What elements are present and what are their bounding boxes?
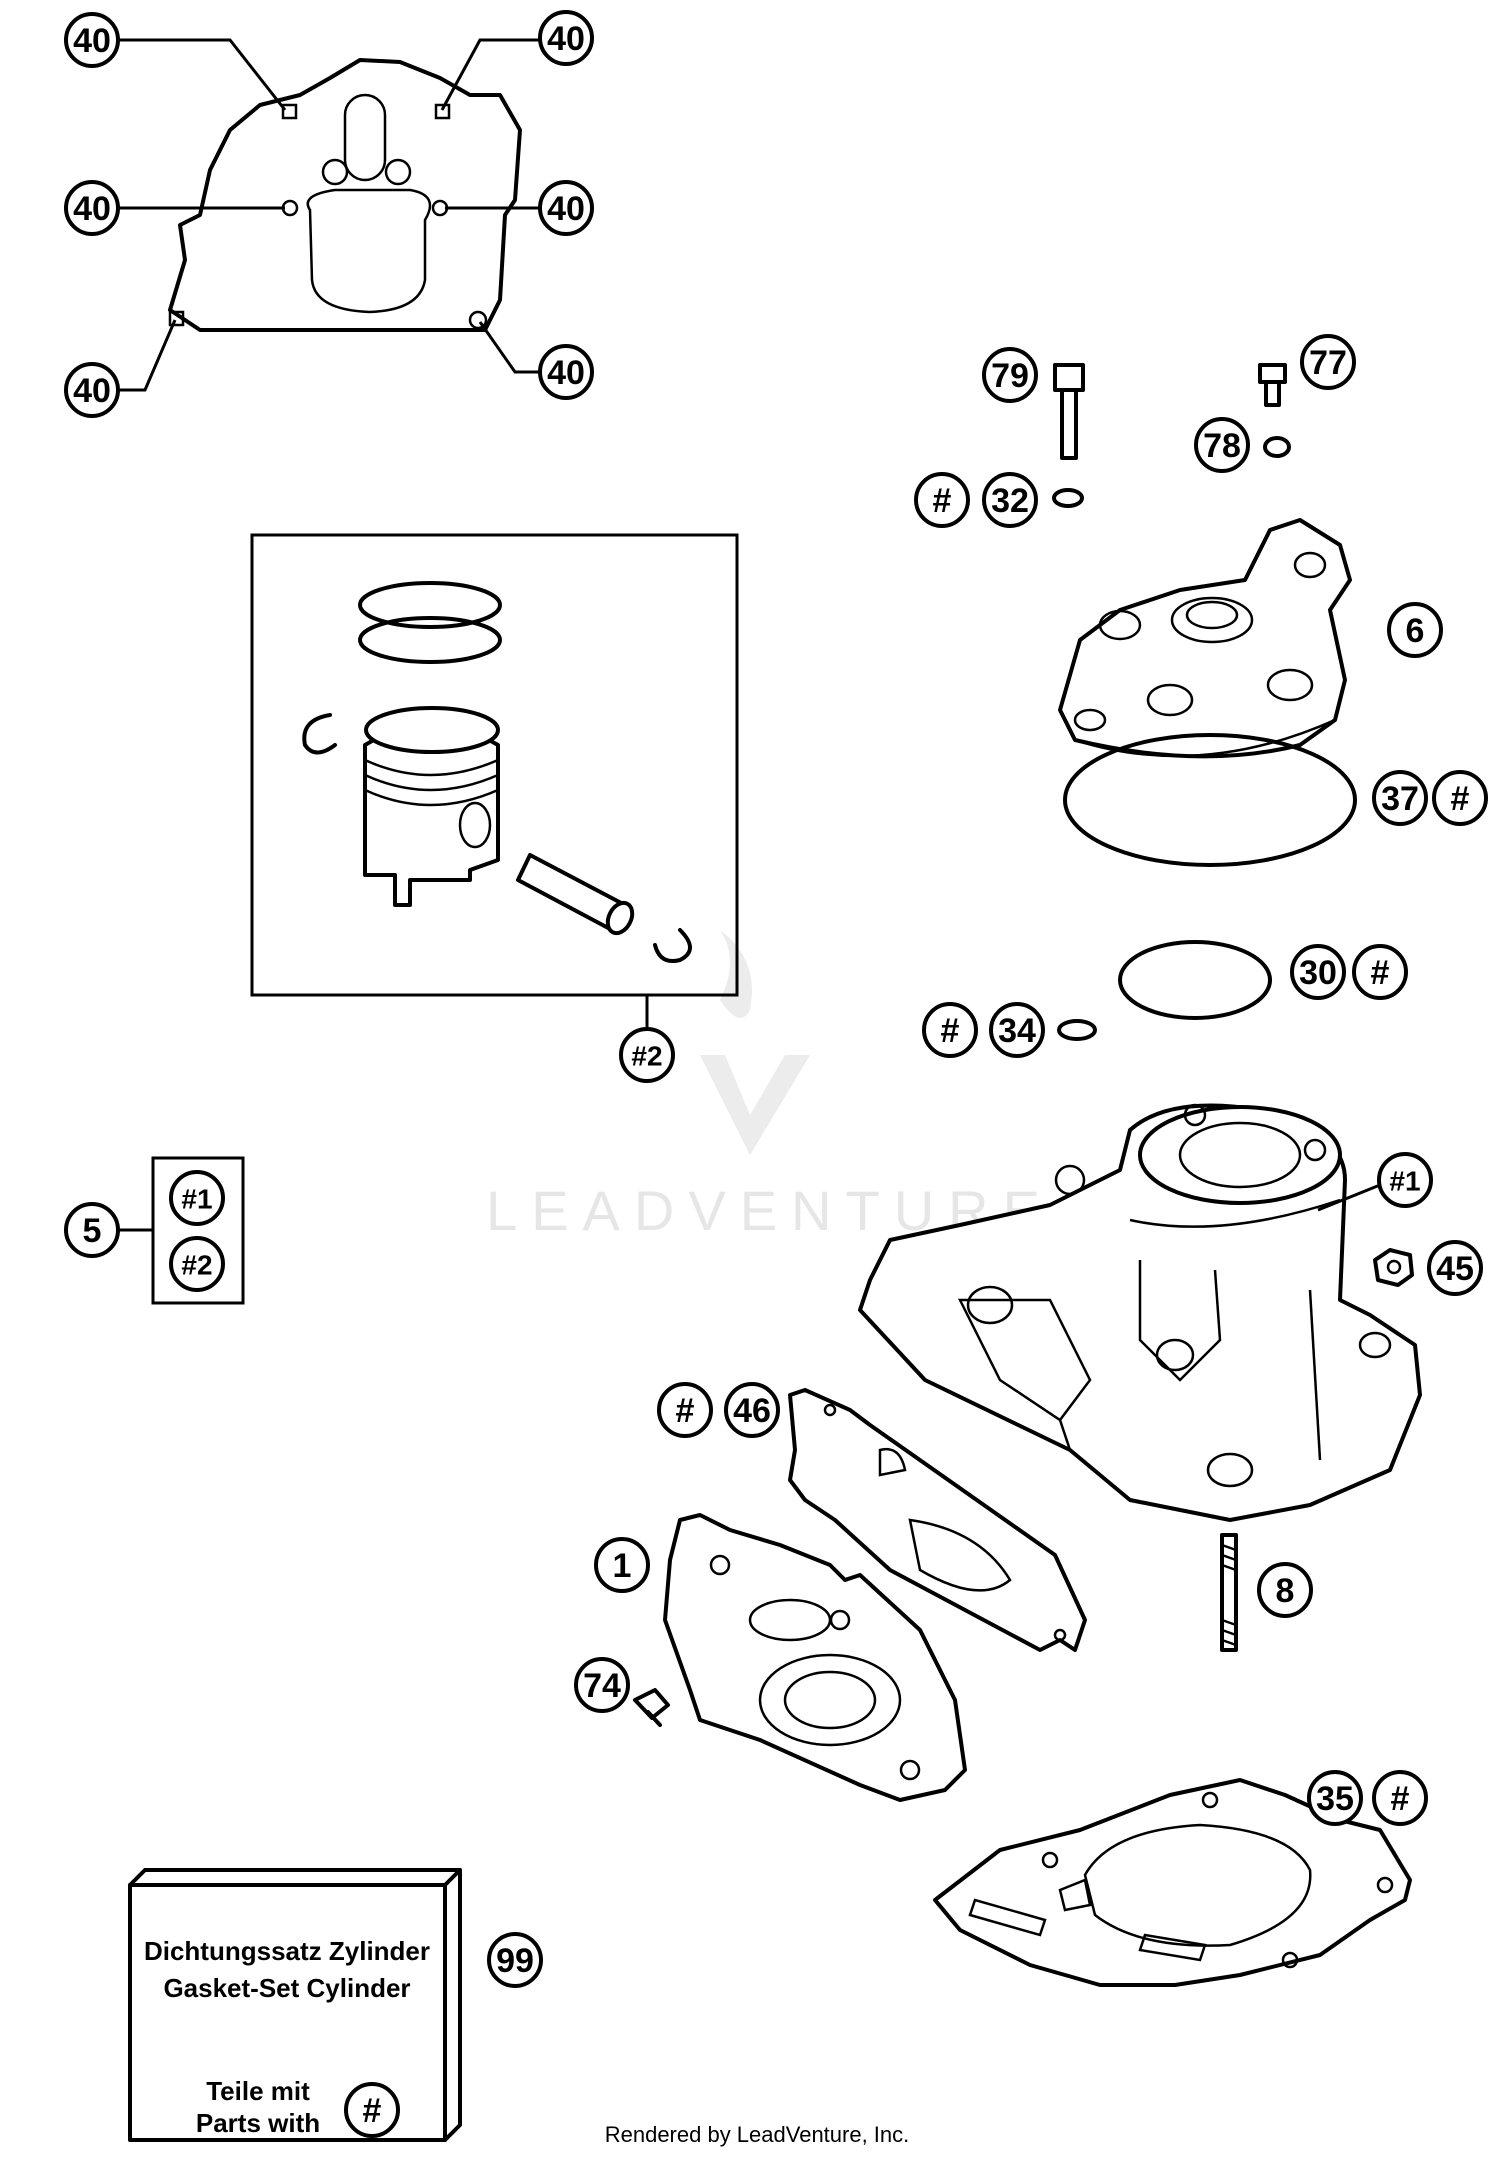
part-37-o-ring xyxy=(1063,733,1357,867)
svg-text:#2: #2 xyxy=(181,1250,212,1281)
svg-text:#: # xyxy=(1451,780,1470,818)
callout-30hash[interactable]: # xyxy=(1352,944,1408,1000)
svg-text:#: # xyxy=(1371,954,1390,992)
svg-text:6: 6 xyxy=(1406,612,1425,650)
svg-text:#: # xyxy=(363,2092,382,2130)
svg-text:77: 77 xyxy=(1309,344,1347,382)
callout-8[interactable]: 8 xyxy=(1257,1562,1313,1618)
part-78-washer xyxy=(1263,436,1291,458)
svg-text:37: 37 xyxy=(1381,780,1419,818)
callout-77[interactable]: 77 xyxy=(1300,334,1356,390)
leader-40e xyxy=(118,319,177,392)
callout-32[interactable]: 32 xyxy=(982,472,1038,528)
svg-text:40: 40 xyxy=(73,22,111,60)
callout-2hash[interactable]: #2 xyxy=(619,1027,675,1083)
svg-text:1: 1 xyxy=(613,1547,632,1585)
callout-40c[interactable]: 40 xyxy=(64,180,120,236)
watermark: LEADVENTURE xyxy=(486,930,1040,1242)
leader-40a xyxy=(118,38,287,111)
piston-kit-box xyxy=(250,533,739,997)
svg-text:#: # xyxy=(676,1392,695,1430)
part-30-o-ring xyxy=(1118,940,1272,1020)
callout-34[interactable]: 34 xyxy=(989,1002,1045,1058)
callout-35[interactable]: 35 xyxy=(1307,1770,1363,1826)
leader-1hash xyxy=(1317,1183,1381,1212)
leader-40b xyxy=(440,38,540,111)
callout-1[interactable]: 1 xyxy=(594,1537,650,1593)
svg-text:34: 34 xyxy=(998,1012,1036,1050)
callout-34hash[interactable]: # xyxy=(922,1002,978,1058)
svg-text:78: 78 xyxy=(1203,427,1241,465)
leader-40f xyxy=(478,321,540,374)
svg-text:45: 45 xyxy=(1436,1250,1474,1288)
part-77-screw xyxy=(1258,363,1287,407)
svg-text:46: 46 xyxy=(733,1392,771,1430)
ktm-logo-text: KTM xyxy=(262,2023,323,2054)
callout-79[interactable]: 79 xyxy=(982,347,1038,403)
callout-45[interactable]: 45 xyxy=(1427,1240,1483,1296)
callout-46[interactable]: 46 xyxy=(724,1382,780,1438)
callout-40a[interactable]: 40 xyxy=(64,12,120,68)
callout-74[interactable]: 74 xyxy=(574,1657,630,1713)
kit-line-4: Parts with xyxy=(196,2108,320,2138)
part-32-washer xyxy=(1052,488,1084,508)
svg-text:5: 5 xyxy=(83,1212,102,1250)
kit-line-1: Dichtungssatz Zylinder xyxy=(144,1936,430,1966)
svg-text:40: 40 xyxy=(547,20,585,58)
svg-text:40: 40 xyxy=(73,190,111,228)
part-79-bolt xyxy=(1053,363,1085,460)
svg-text:40: 40 xyxy=(547,354,585,392)
svg-text:8: 8 xyxy=(1276,1572,1295,1610)
callout-30[interactable]: 30 xyxy=(1290,944,1346,1000)
watermark-logo-icon xyxy=(700,1055,810,1155)
svg-text:#1: #1 xyxy=(181,1184,212,1215)
kit-line-3: Teile mit xyxy=(206,2076,310,2106)
callout-40e[interactable]: 40 xyxy=(64,362,120,418)
callout-32hash[interactable]: # xyxy=(914,472,970,528)
callout-46hash[interactable]: # xyxy=(657,1382,713,1438)
callout-5b[interactable]: #2 xyxy=(169,1236,225,1292)
callout-99[interactable]: 99 xyxy=(487,1932,543,1988)
footer-credit: Rendered by LeadVenture, Inc. xyxy=(605,2122,910,2147)
svg-text:#: # xyxy=(1391,1780,1410,1818)
svg-text:74: 74 xyxy=(583,1667,621,1705)
part-35-base-gasket xyxy=(933,1778,1412,1987)
svg-text:#1: #1 xyxy=(1389,1166,1420,1197)
part-8-stud xyxy=(1220,1533,1238,1652)
svg-text:32: 32 xyxy=(991,482,1029,520)
part-45-nut xyxy=(1373,1248,1414,1287)
kit-hash-symbol: # xyxy=(344,2082,400,2138)
callout-37hash[interactable]: # xyxy=(1432,770,1488,826)
callout-78[interactable]: 78 xyxy=(1194,417,1250,473)
svg-text:40: 40 xyxy=(547,190,585,228)
part-34-o-ring xyxy=(1057,1019,1097,1041)
kit-line-2: Gasket-Set Cylinder xyxy=(163,1973,410,2003)
part-46-gasket xyxy=(788,1388,1087,1652)
svg-text:79: 79 xyxy=(991,357,1029,395)
callout-40d[interactable]: 40 xyxy=(538,180,594,236)
part-74-screw xyxy=(633,1688,670,1727)
callout-40b[interactable]: 40 xyxy=(538,10,594,66)
part-40-gasket xyxy=(168,58,522,332)
callout-1hash[interactable]: #1 xyxy=(1377,1152,1433,1208)
gasket-kit-box: Dichtungssatz Zylinder Gasket-Set Cylind… xyxy=(128,1868,462,2142)
part-6-cylinder-head xyxy=(1058,518,1352,759)
svg-text:30: 30 xyxy=(1299,954,1337,992)
part-1-cylinder xyxy=(858,1103,1422,1522)
svg-text:#: # xyxy=(941,1012,960,1050)
callout-6[interactable]: 6 xyxy=(1387,602,1443,658)
callout-5a[interactable]: #1 xyxy=(169,1170,225,1226)
svg-text:#2: #2 xyxy=(631,1041,662,1072)
svg-text:40: 40 xyxy=(73,372,111,410)
part-1-intake-flange xyxy=(663,1513,967,1802)
svg-text:#: # xyxy=(933,482,952,520)
svg-text:35: 35 xyxy=(1316,1780,1354,1818)
callout-5[interactable]: 5 xyxy=(64,1202,120,1258)
svg-text:99: 99 xyxy=(496,1942,534,1980)
callout-37[interactable]: 37 xyxy=(1372,770,1428,826)
callout-40f[interactable]: 40 xyxy=(538,344,594,400)
callout-35hash[interactable]: # xyxy=(1372,1770,1428,1826)
